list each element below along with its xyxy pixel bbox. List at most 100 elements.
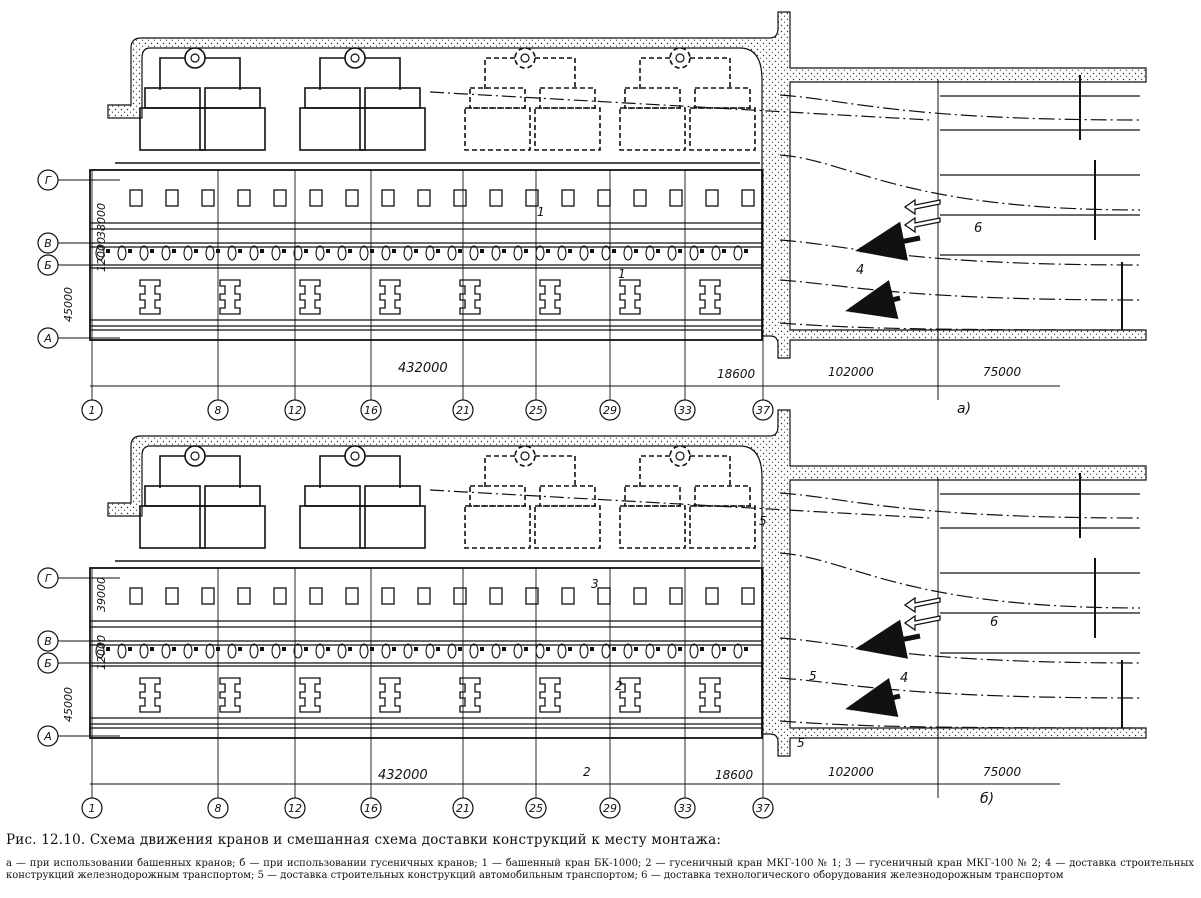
crane-hub — [669, 445, 691, 467]
crane-link — [159, 57, 241, 90]
equip-dot — [392, 647, 396, 651]
crane-hub — [514, 47, 536, 69]
equip-dot — [436, 647, 440, 651]
bay-window — [345, 587, 359, 605]
machine — [219, 677, 241, 713]
axis-number: 29 — [603, 404, 617, 417]
machine — [139, 677, 161, 713]
axis-marker — [360, 797, 382, 819]
bay-window — [237, 189, 251, 207]
equip-item — [645, 643, 655, 659]
equip-dot — [326, 647, 330, 651]
rail-track — [779, 677, 1141, 699]
equip-dot — [590, 647, 594, 651]
row-marker — [37, 725, 59, 747]
rail-line — [429, 489, 931, 519]
equip-dot — [150, 249, 154, 253]
axis-number: 16 — [364, 802, 378, 815]
row-marker — [37, 169, 59, 191]
crane-cab — [469, 87, 526, 109]
bay-window — [453, 587, 467, 605]
rail-track — [779, 492, 1141, 519]
equip-item — [249, 643, 259, 659]
crane-unit — [299, 47, 426, 151]
axis-number: 29 — [603, 802, 617, 815]
axis-marker — [674, 797, 696, 819]
dim-75000-b: 75000 — [983, 765, 1022, 779]
crane-cab — [204, 87, 261, 109]
equip-dot — [480, 647, 484, 651]
equip-dot — [458, 249, 462, 253]
equip-dot — [722, 249, 726, 253]
crane-base — [139, 107, 206, 151]
axis-number: 8 — [215, 404, 222, 417]
equip-dot — [304, 249, 308, 253]
crane-base — [619, 505, 686, 549]
equip-item — [227, 245, 237, 261]
axis-marker — [525, 399, 547, 421]
bay-window — [525, 189, 539, 207]
crane-unit — [464, 445, 601, 549]
equip-dot — [128, 249, 132, 253]
part-a-label: а) — [957, 401, 971, 417]
crane-cab — [694, 485, 751, 507]
crane-base — [464, 505, 531, 549]
axis-marker — [207, 399, 229, 421]
equip-item — [601, 643, 611, 659]
callout-6-b: 6 — [990, 615, 998, 630]
rail-delivery-arrow — [855, 221, 921, 261]
equip-dot — [546, 249, 550, 253]
axis-number: 33 — [678, 404, 692, 417]
callout-1-a-top: 1 — [537, 205, 545, 219]
bay-window — [129, 587, 143, 605]
crane-link — [639, 455, 731, 488]
bay-window — [633, 189, 647, 207]
building-outline — [89, 567, 763, 739]
equip-item — [161, 245, 171, 261]
bay-window — [705, 587, 719, 605]
axis-marker — [525, 797, 547, 819]
dim-12000-b: 12000 — [95, 635, 108, 670]
equip-dot — [260, 249, 264, 253]
machine — [619, 279, 641, 315]
bay-window — [165, 189, 179, 207]
axis-marker — [207, 797, 229, 819]
bay-window — [273, 587, 287, 605]
equip-item — [315, 643, 325, 659]
equip-item — [381, 643, 391, 659]
equip-dot — [238, 647, 242, 651]
crane-cab — [624, 87, 681, 109]
axis-marker — [674, 399, 696, 421]
building-outline — [89, 169, 763, 341]
equip-item — [271, 245, 281, 261]
axis-number: 1 — [89, 404, 96, 417]
bay-window — [309, 189, 323, 207]
equip-item — [579, 245, 589, 261]
equip-item — [425, 245, 435, 261]
equip-item — [117, 643, 127, 659]
equip-item — [535, 245, 545, 261]
equip-item — [447, 643, 457, 659]
bay-window — [417, 189, 431, 207]
equip-dot — [612, 249, 616, 253]
machine — [299, 279, 321, 315]
equip-dot — [546, 647, 550, 651]
crane-unit — [619, 445, 756, 549]
equip-dot — [370, 249, 374, 253]
equip-item — [249, 245, 259, 261]
crane-cab — [694, 87, 751, 109]
equip-item — [469, 643, 479, 659]
row-marker — [37, 327, 59, 349]
crane-base — [299, 505, 366, 549]
axis-marker — [81, 399, 103, 421]
crane-base — [139, 505, 206, 549]
dim-18600-a: 18600 — [717, 367, 756, 381]
bay-window — [165, 587, 179, 605]
equip-item — [513, 643, 523, 659]
figure-caption: Рис. 12.10. Схема движения кранов и смеш… — [6, 832, 1194, 882]
equip-item — [139, 245, 149, 261]
equip-dot — [612, 647, 616, 651]
crane-hub — [514, 445, 536, 467]
dim-432000-b: 432000 — [378, 768, 428, 783]
equip-dot — [172, 249, 176, 253]
